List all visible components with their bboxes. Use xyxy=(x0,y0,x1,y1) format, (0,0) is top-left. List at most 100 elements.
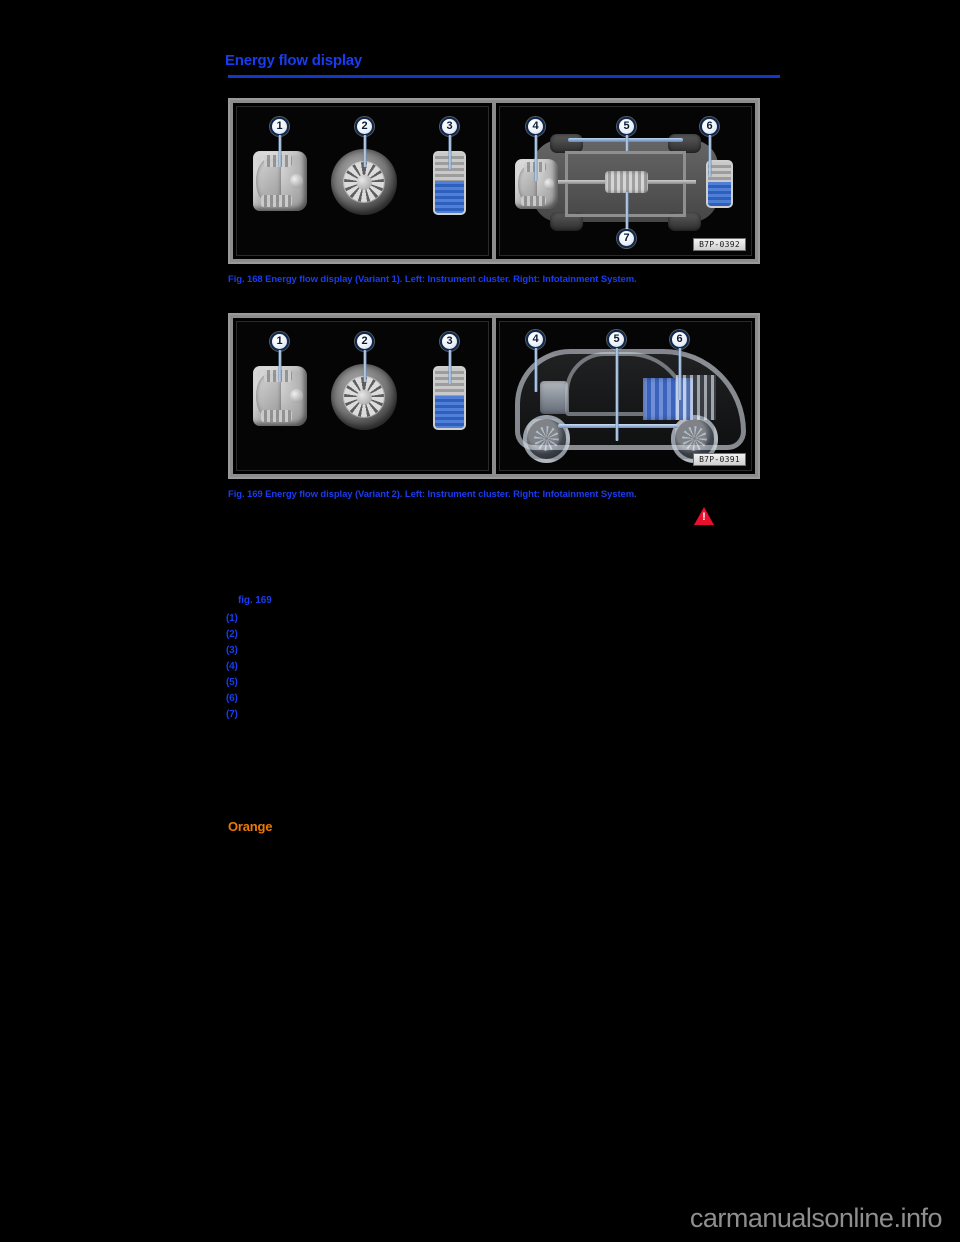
electric-motor-icon xyxy=(605,170,649,193)
callout-5-leader xyxy=(615,348,618,441)
callout-3[interactable]: 3 xyxy=(440,332,459,384)
figure-2-right-panel: 4 5 6 B7P-0391 xyxy=(494,315,758,477)
callout-5[interactable]: 5 xyxy=(607,330,626,441)
callout-1-leader xyxy=(278,135,281,167)
axle-front-right xyxy=(682,151,686,184)
figure-2-left-panel-inner: 1 2 3 xyxy=(236,321,489,471)
battery-cells-charged xyxy=(707,182,732,206)
callout-3-badge: 3 xyxy=(440,117,459,136)
figure-1-image-code: B7P-0392 xyxy=(693,238,746,251)
callout-6-leader xyxy=(708,135,711,177)
figure-1-right-panel-inner: 4 5 6 7 B7P-0392 xyxy=(499,106,752,256)
figure-1-caption: Fig. 168 Energy flow display (Variant 1)… xyxy=(228,274,637,285)
figure-1: 1 2 3 xyxy=(228,98,760,264)
engine-ribs-lower xyxy=(260,410,292,423)
figure-2-left-panel: 1 2 3 xyxy=(230,315,494,477)
callout-1[interactable]: 1 xyxy=(270,117,289,167)
callout-4[interactable]: 4 xyxy=(526,117,545,181)
callout-7-leader xyxy=(625,192,628,230)
callout-5[interactable]: 5 xyxy=(617,117,636,151)
page-title-text: Energy flow display xyxy=(225,52,363,69)
figure-2: 1 2 3 xyxy=(228,313,760,479)
battery-cells-empty xyxy=(707,162,732,183)
axle-rear-left xyxy=(565,183,569,217)
callout-6-badge: 6 xyxy=(700,117,719,136)
callout-2-leader xyxy=(363,350,366,382)
figure-1-left-panel-inner: 1 2 3 xyxy=(236,106,489,256)
callout-3-leader xyxy=(448,135,451,169)
wheel-front-rim xyxy=(533,426,560,452)
list-item: (2) xyxy=(226,629,238,640)
figure-reference-link[interactable]: fig. 169 xyxy=(238,595,272,606)
callout-1-badge: 1 xyxy=(270,117,289,136)
engine-icon xyxy=(515,158,558,210)
callout-4-leader xyxy=(534,135,537,181)
figure-1-right-panel: 4 5 6 7 B7P-0392 xyxy=(494,100,758,262)
callout-4-badge: 4 xyxy=(526,330,545,349)
callout-4[interactable]: 4 xyxy=(526,330,545,392)
callout-1-leader xyxy=(278,350,281,382)
wheel-hub xyxy=(356,174,372,190)
callout-legend-list: (1) (2) (3) (4) (5) (6) (7) xyxy=(226,611,266,723)
axle-rear-right xyxy=(682,183,686,217)
list-item: (4) xyxy=(226,661,238,672)
callout-2-leader xyxy=(363,135,366,167)
callout-7-badge: 7 xyxy=(617,229,636,248)
list-item: (1) xyxy=(226,613,238,624)
axle-cross-front xyxy=(565,151,686,155)
callout-3-badge: 3 xyxy=(440,332,459,351)
engine-icon xyxy=(253,366,307,426)
battery-cells-charged xyxy=(435,395,464,428)
callout-3[interactable]: 3 xyxy=(440,117,459,169)
tire-front-right xyxy=(668,133,701,153)
callout-5-badge: 5 xyxy=(607,330,626,349)
battery-cooling-fins-icon xyxy=(675,375,716,420)
list-item: (6) xyxy=(226,693,238,704)
callout-1[interactable]: 1 xyxy=(270,332,289,382)
callout-4-leader xyxy=(534,348,537,392)
heading-divider xyxy=(228,75,780,78)
callout-6-leader xyxy=(678,348,681,400)
orange-keyword: Orange xyxy=(228,819,273,834)
engine-ribs-lower xyxy=(260,195,292,208)
callout-4-badge: 4 xyxy=(526,117,545,136)
site-watermark: carmanualsonline.info xyxy=(689,1203,943,1233)
callout-2[interactable]: 2 xyxy=(355,117,374,167)
warning-triangle-shape xyxy=(694,507,714,525)
figure-2-right-panel-inner: 4 5 6 B7P-0391 xyxy=(499,321,752,471)
callout-3-leader xyxy=(448,350,451,384)
battery-icon xyxy=(433,366,466,430)
callout-5-badge: 5 xyxy=(617,117,636,136)
list-item: (3) xyxy=(226,645,238,656)
tire-front-left xyxy=(550,133,583,153)
wheel-rear-rim xyxy=(681,426,708,452)
figure-1-left-panel: 1 2 3 xyxy=(230,100,494,262)
driveshaft-right xyxy=(640,179,696,184)
list-item: (5) xyxy=(226,677,238,688)
engine-ribs-upper xyxy=(263,154,292,167)
tire-rear-right xyxy=(668,212,701,232)
battery-icon xyxy=(705,160,734,208)
figure-2-caption: Fig. 169 Energy flow display (Variant 2)… xyxy=(228,489,637,500)
wheel-front xyxy=(522,414,571,463)
callout-6[interactable]: 6 xyxy=(670,330,689,400)
battery-cells-charged xyxy=(435,180,464,213)
wheel-hub xyxy=(356,389,372,405)
callout-2[interactable]: 2 xyxy=(355,332,374,382)
engine-ribs-upper xyxy=(263,369,292,382)
page-title: Energy flow display xyxy=(225,52,780,70)
callout-1-badge: 1 xyxy=(270,332,289,351)
callout-6[interactable]: 6 xyxy=(700,117,719,177)
list-item: (7) xyxy=(226,709,238,720)
figure-2-image-code: B7P-0391 xyxy=(693,453,746,466)
electric-motor-icon xyxy=(540,381,568,414)
callout-5-leader xyxy=(625,135,628,151)
warning-exclamation: ! xyxy=(702,511,706,523)
callout-2-badge: 2 xyxy=(355,117,374,136)
vehicle-topdown-diagram xyxy=(500,107,751,255)
driveshaft-left xyxy=(555,179,611,184)
callout-7[interactable]: 7 xyxy=(617,192,636,248)
callout-6-badge: 6 xyxy=(670,330,689,349)
vehicle-sideview-diagram xyxy=(500,322,751,470)
warning-triangle-icon: ! xyxy=(694,507,714,525)
